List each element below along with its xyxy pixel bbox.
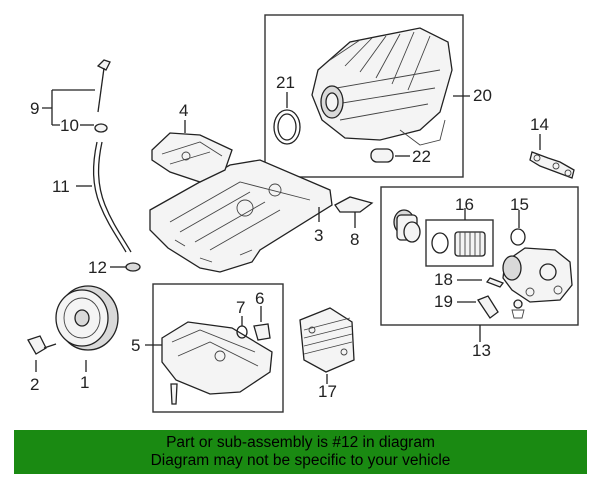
crank-pulley-group [27,285,119,372]
filter-housing-drawing [502,247,573,319]
callout-16: 16 [455,195,474,214]
bracket-14-group [529,134,575,179]
plug-6 [253,323,271,341]
lower-oil-pan-group [145,283,284,413]
oil-cooler-group [299,307,355,384]
callout-19: 19 [434,292,453,311]
callout-6: 6 [255,289,264,308]
callout-17: 17 [318,382,337,401]
callout-12: 12 [88,258,107,277]
drain-bolt [170,383,178,405]
bolt-18 [485,277,505,288]
gasket-ring-21 [273,109,301,145]
bracket-19 [477,295,499,319]
callout-4: 4 [179,101,188,120]
intake-manifold-group [264,14,470,178]
callout-11: 11 [52,177,70,196]
callout-8: 8 [350,230,359,249]
o-ring-12 [125,262,141,272]
pulley-bolt-2 [27,335,47,355]
callout-22: 22 [412,147,431,166]
banner-line-2: Diagram may not be specific to your vehi… [150,452,451,469]
seal-15 [510,228,526,246]
upper-oil-pan-group [149,120,374,273]
info-banner: Part or sub-assembly is #12 in diagram D… [14,430,587,474]
callout-labels: 1 2 3 4 5 6 7 8 9 10 11 12 13 14 15 16 1… [30,73,549,401]
callout-7: 7 [236,298,245,317]
lower-oil-pan-drawing [161,321,273,395]
filter-adapter-drawing [393,209,421,243]
gasket-8 [334,196,374,213]
dipstick-seal-10 [94,123,108,133]
dipstick-group [42,59,141,272]
callout-5: 5 [131,336,140,355]
callout-10: 10 [60,116,79,135]
callout-14: 14 [530,115,549,134]
callout-1: 1 [80,373,89,392]
callout-21: 21 [276,73,295,92]
callout-2: 2 [30,375,39,394]
callout-9: 9 [30,99,39,118]
callout-18: 18 [434,270,453,289]
bracket-14-drawing [529,151,575,179]
callout-13: 13 [472,341,491,360]
intake-manifold-drawing [311,27,453,146]
lower-oil-pan-box [152,283,284,413]
callout-15: 15 [510,195,529,214]
callout-20: 20 [473,86,492,105]
gasket-22 [370,148,394,163]
filter-kit-box-16 [425,219,494,267]
filter-o-ring [431,232,449,254]
filter-element-drawing [454,231,486,257]
oil-filter-housing-group [380,186,579,342]
banner-line-1: Part or sub-assembly is #12 in diagram [166,434,435,451]
dipstick-tube [92,141,127,253]
dipstick-rod [97,67,105,113]
callout-3: 3 [314,226,323,245]
